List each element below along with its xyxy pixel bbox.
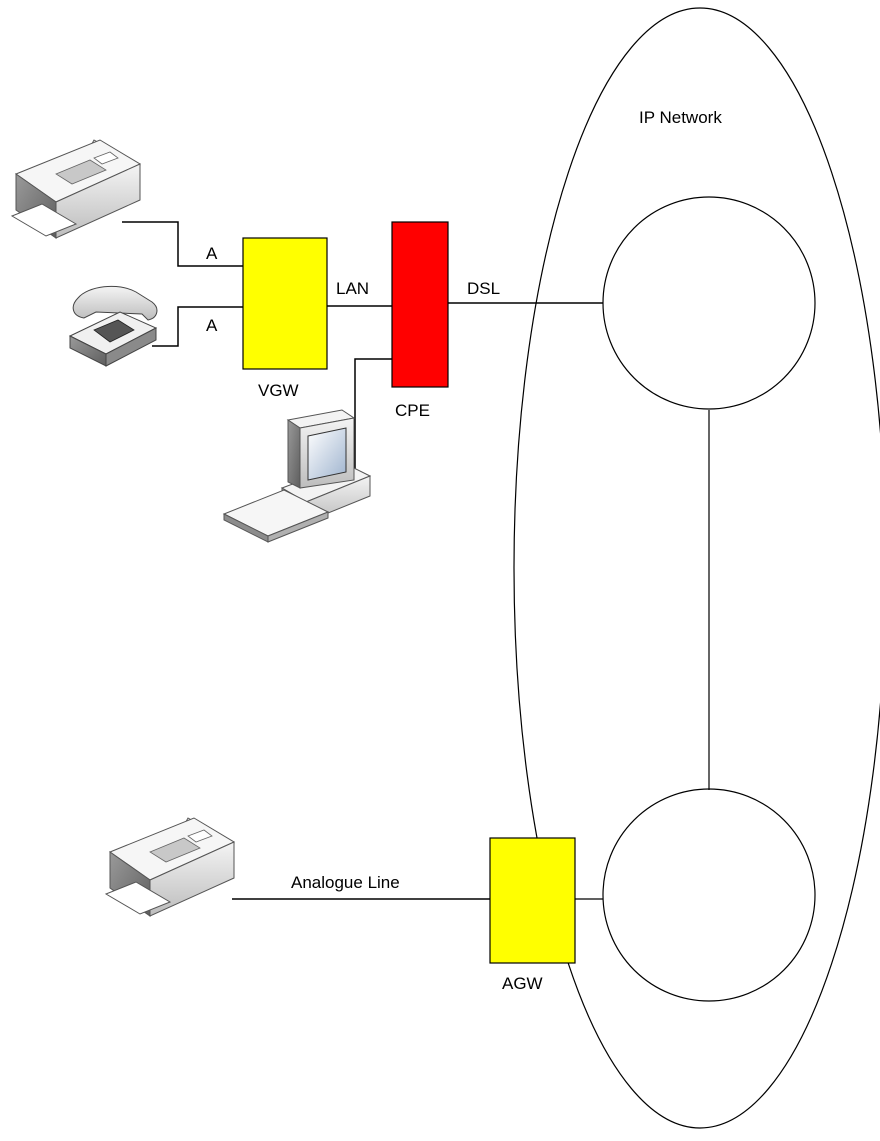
ip-network-cloud <box>513 7 880 1129</box>
agw-box <box>489 837 576 964</box>
computer-icon <box>223 409 371 543</box>
network-node-top <box>602 196 816 410</box>
phone-analog-line <box>152 306 243 347</box>
analogue-line-label: Analogue Line <box>291 873 400 892</box>
fax-icon <box>105 817 235 917</box>
agw-label: AGW <box>502 974 543 993</box>
phone-line-label: A <box>206 316 218 335</box>
dsl-label: DSL <box>467 279 500 298</box>
cpe-label: CPE <box>395 401 430 420</box>
cpe-box <box>391 221 449 388</box>
vgw-box <box>242 237 328 370</box>
fax-icon <box>11 139 141 239</box>
fax-line-label: A <box>206 244 218 263</box>
vgw-label: VGW <box>258 381 299 400</box>
telephone-icon <box>69 285 158 367</box>
fax-analog-line <box>122 221 243 267</box>
network-label: IP Network <box>639 108 722 127</box>
network-node-bottom <box>602 788 816 1002</box>
lan-label: LAN <box>336 279 369 298</box>
pc-link <box>354 358 392 472</box>
